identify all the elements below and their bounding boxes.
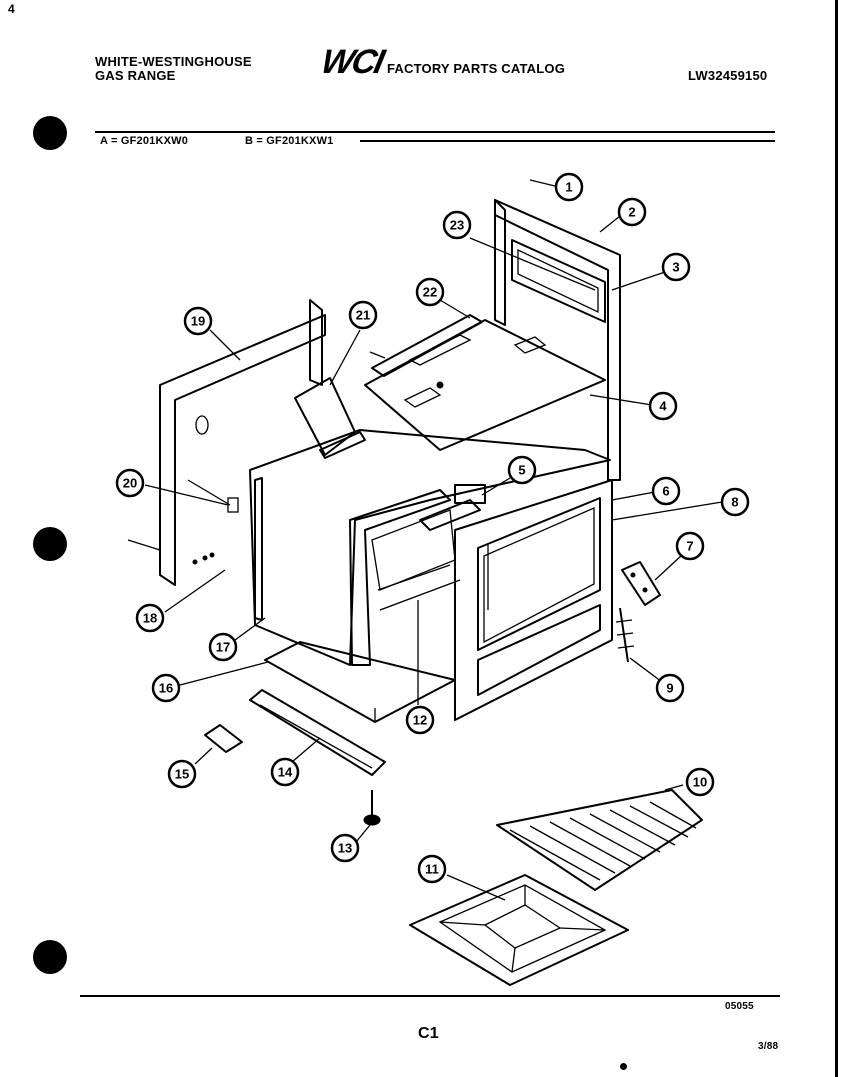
callout-16: 16: [151, 673, 181, 703]
svg-text:14: 14: [278, 765, 293, 780]
callout-8: 8: [720, 487, 750, 517]
svg-text:6: 6: [662, 484, 669, 499]
oven-top-panel: [364, 314, 606, 451]
svg-text:12: 12: [413, 713, 427, 728]
svg-text:10: 10: [693, 775, 707, 790]
svg-text:15: 15: [175, 767, 189, 782]
svg-text:16: 16: [159, 681, 173, 696]
oven-liner: [249, 429, 611, 666]
leveling-leg: [363, 790, 381, 826]
header-rule-bottom: [360, 140, 775, 142]
callout-19: 19: [183, 306, 213, 336]
footer-date: 3/88: [758, 1041, 779, 1052]
binder-hole-top: [33, 116, 67, 150]
svg-text:3: 3: [672, 260, 679, 275]
svg-text:1: 1: [565, 180, 572, 195]
binder-hole-middle: [33, 527, 67, 561]
callout-2: 2: [617, 197, 647, 227]
page-edge: [835, 0, 838, 1077]
brand-line-2: GAS RANGE: [95, 68, 176, 83]
punch-dot: [620, 1063, 627, 1070]
callout-3: 3: [661, 252, 691, 282]
door-spring: [615, 607, 635, 663]
callout-22: 22: [415, 277, 445, 307]
callout-11: 11: [417, 854, 447, 884]
callout-17: 17: [208, 632, 238, 662]
callout-9: 9: [655, 673, 685, 703]
svg-text:4: 4: [659, 399, 667, 414]
svg-text:11: 11: [425, 862, 439, 877]
svg-text:21: 21: [356, 308, 370, 323]
svg-text:9: 9: [666, 681, 673, 696]
kick-rail: [249, 689, 386, 776]
svg-text:20: 20: [123, 476, 137, 491]
catalog-title: FACTORY PARTS CATALOG: [387, 61, 566, 76]
svg-text:2: 2: [628, 205, 635, 220]
callout-18: 18: [135, 603, 165, 633]
oven-door-frame: [454, 479, 613, 721]
svg-text:5: 5: [518, 463, 525, 478]
callout-12: 12: [405, 705, 435, 735]
door-hinge: [621, 561, 661, 606]
header-rule-top: [95, 131, 775, 133]
clip: [204, 724, 243, 753]
callout-23: 23: [442, 210, 472, 240]
leader-lines: [144, 179, 723, 901]
model-b: B = GF201KXW1: [245, 135, 334, 147]
svg-text:8: 8: [731, 495, 738, 510]
binder-hole-bottom: [33, 940, 67, 974]
svg-text:13: 13: [338, 841, 352, 856]
oven-rack: [496, 789, 703, 891]
page-number: C1: [418, 1025, 439, 1042]
svg-text:19: 19: [191, 314, 205, 329]
svg-text:22: 22: [423, 285, 437, 300]
callout-14: 14: [270, 757, 300, 787]
callout-1: 1: [554, 172, 584, 202]
back-panel: [494, 199, 621, 481]
catalog-number: LW32459150: [688, 68, 768, 83]
callout-6: 6: [651, 476, 681, 506]
brand-line-1: WHITE-WESTINGHOUSE: [95, 54, 252, 69]
corner-mark: 4: [8, 2, 15, 16]
broiler-pan: [409, 874, 629, 986]
callout-20: 20: [115, 468, 145, 498]
callout-7: 7: [675, 531, 705, 561]
callout-13: 13: [330, 833, 360, 863]
svg-text:18: 18: [143, 611, 157, 626]
model-a: A = GF201KXW0: [100, 135, 189, 147]
callout-10: 10: [685, 767, 715, 797]
left-side-panel: [127, 314, 326, 586]
svg-text:7: 7: [686, 539, 693, 554]
callout-15: 15: [167, 759, 197, 789]
callout-21: 21: [348, 300, 378, 330]
svg-text:23: 23: [450, 218, 464, 233]
callout-5: 5: [507, 455, 537, 485]
footer-rule: [80, 995, 780, 997]
callout-4: 4: [648, 391, 678, 421]
footer-code: 05055: [725, 1001, 754, 1012]
svg-text:17: 17: [216, 640, 230, 655]
